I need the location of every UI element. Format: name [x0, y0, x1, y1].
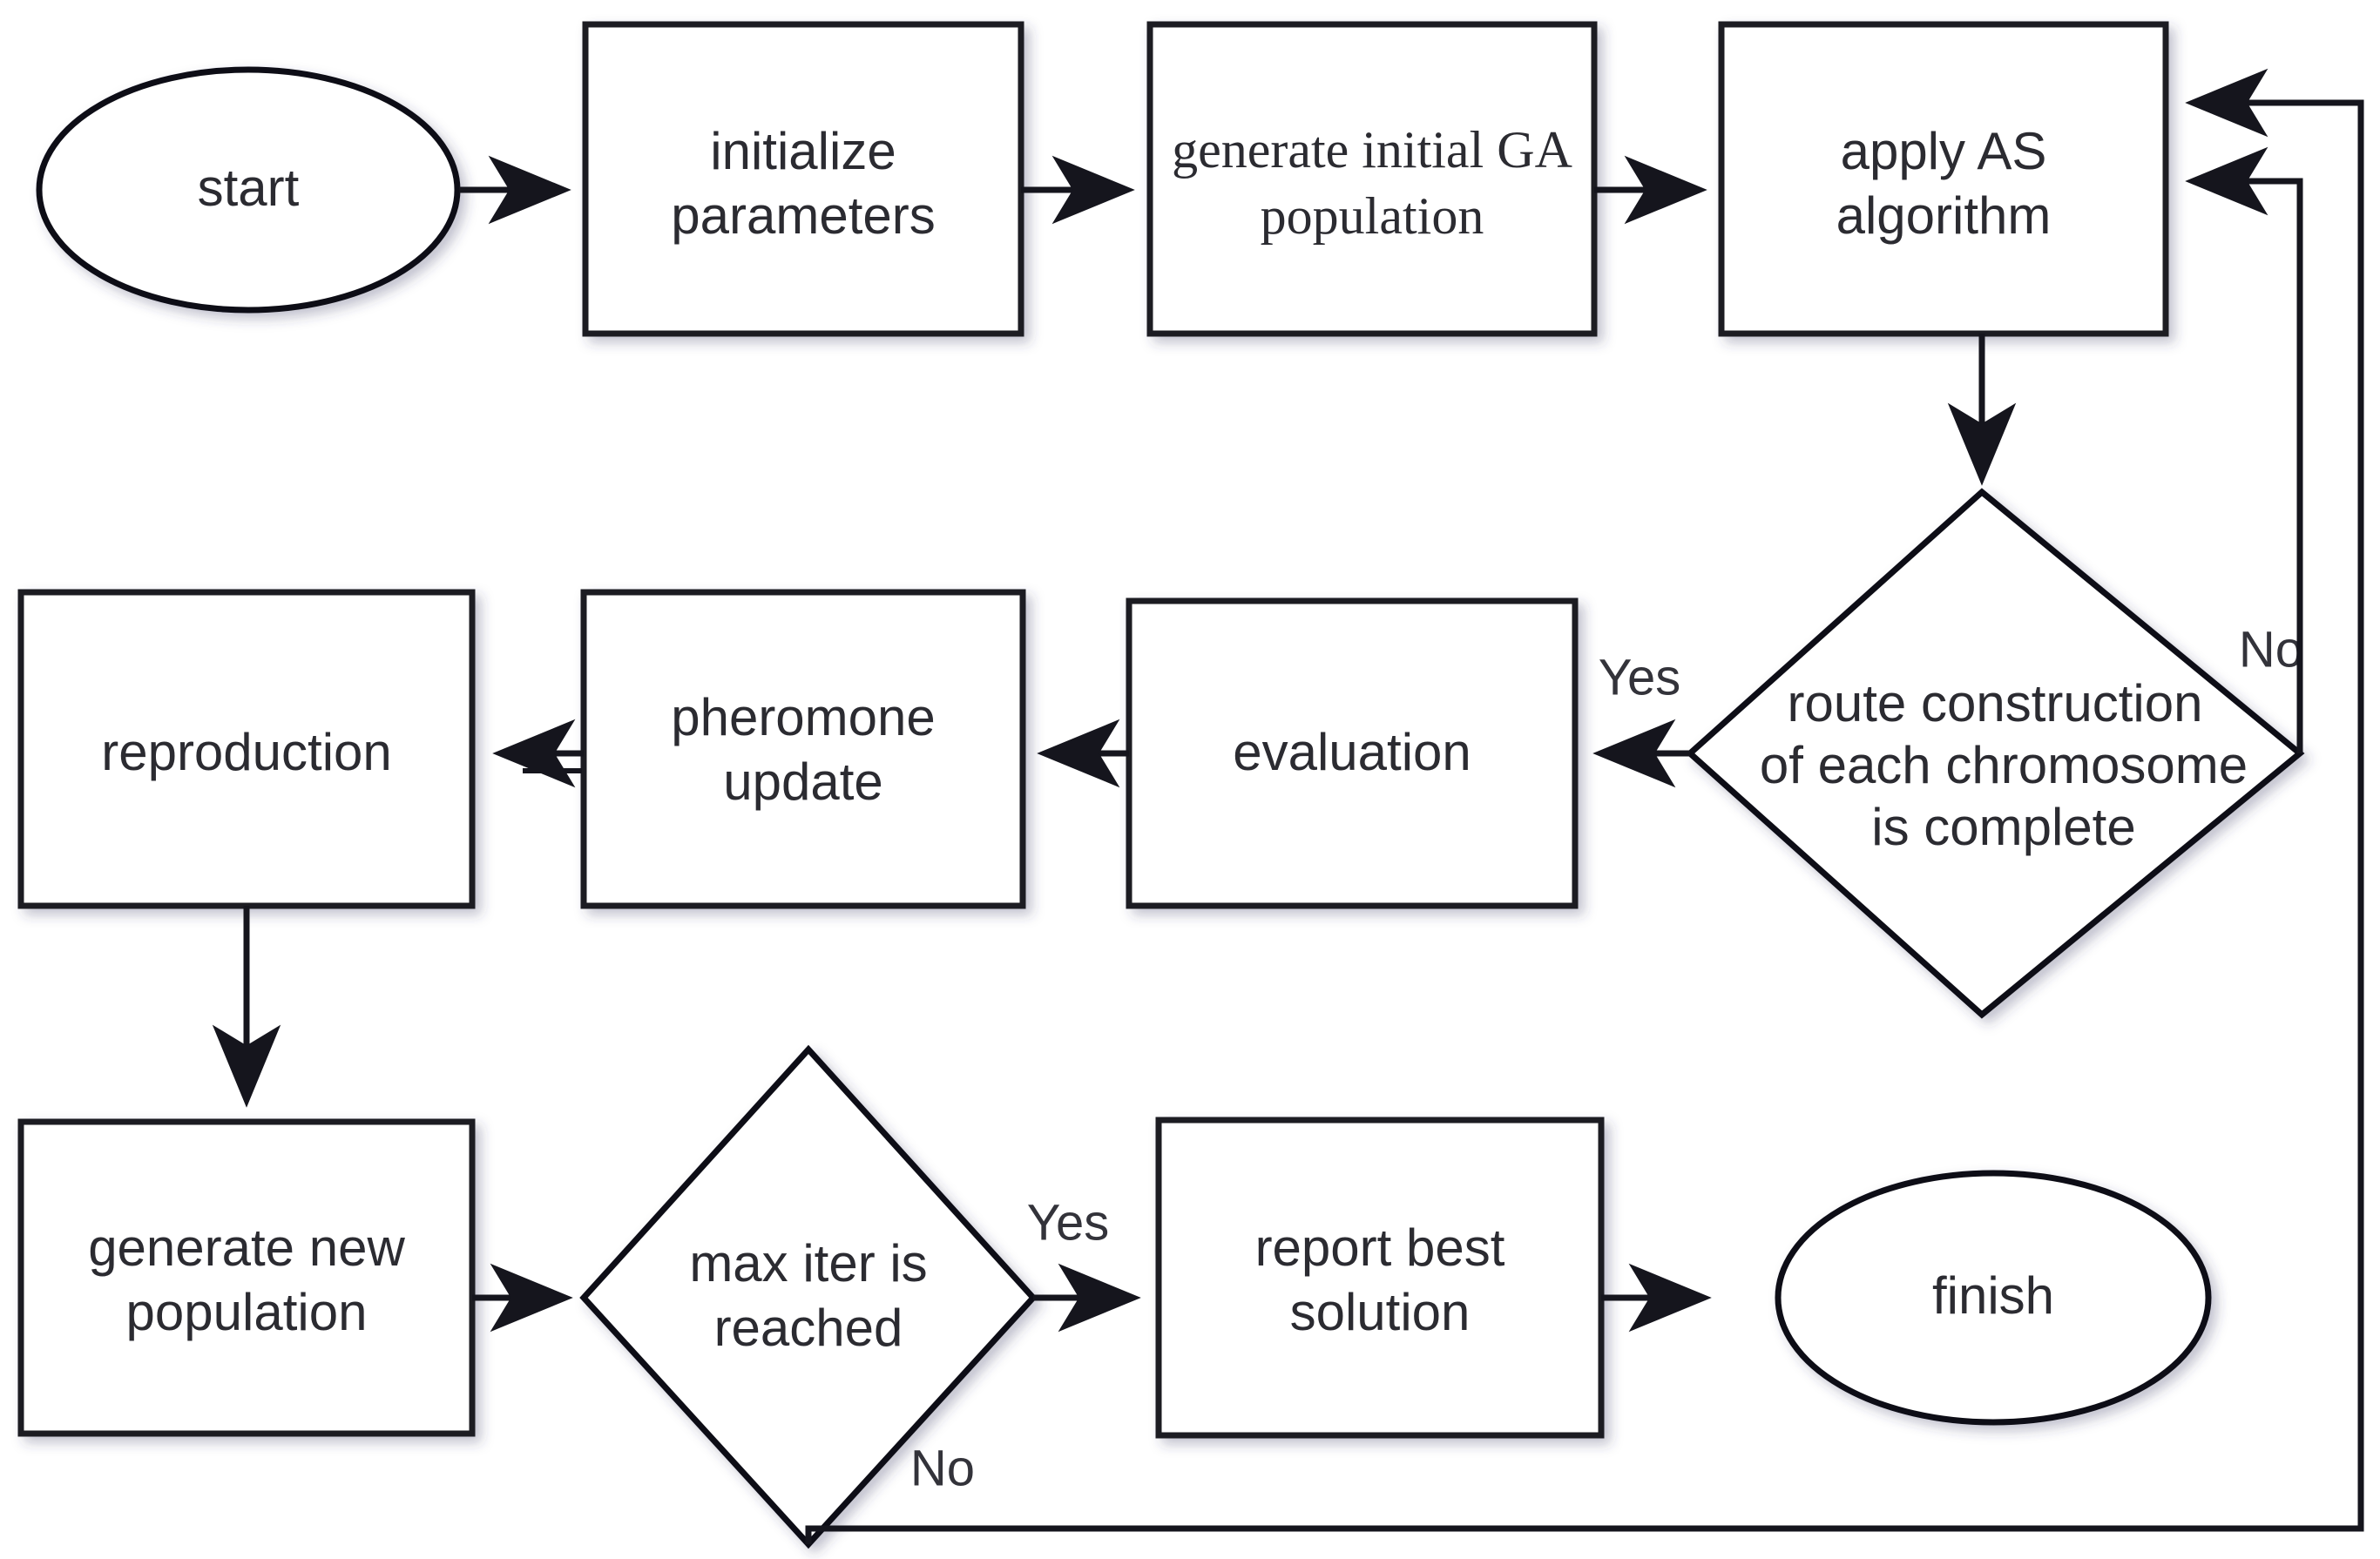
edge-route-decision-no-to-apply-as [2185, 146, 2303, 753]
node-evaluation[interactable]: evaluation [1126, 597, 1579, 909]
node-apply-as-algorithm[interactable]: apply AS algorithm [1718, 21, 2169, 337]
node-route-decision-line3: is complete [1871, 798, 2135, 856]
node-apply-as-line1: apply AS [1841, 122, 2047, 180]
node-pheromone-update[interactable]: pheromone update [580, 589, 1026, 909]
edge-max-iter-no-to-apply-as [805, 68, 2364, 1544]
node-finish-label: finish [1932, 1266, 2054, 1325]
edge-label-route-yes: Yes [1599, 649, 1681, 705]
node-max-iter-line1: max iter is [689, 1234, 927, 1292]
node-finish[interactable]: finish [1775, 1170, 2212, 1426]
node-initialize-parameters[interactable]: initialize parameters [582, 21, 1024, 337]
node-generate-new-population-line2: population [126, 1283, 368, 1341]
node-generate-initial-population-line2: population [1261, 187, 1484, 245]
node-initialize-parameters-line2: parameters [671, 186, 935, 245]
edge-label-maxiter-no: No [910, 1440, 975, 1496]
node-route-construction-decision[interactable]: route construction of each chromosome is… [1685, 488, 2305, 1019]
node-start-label: start [198, 159, 300, 217]
edge-label-route-no: No [2239, 621, 2303, 678]
node-pheromone-update-line1: pheromone [671, 688, 936, 746]
node-evaluation-label: evaluation [1233, 723, 1471, 781]
node-reproduction[interactable]: reproduction [17, 589, 476, 909]
node-report-best-solution[interactable]: report best solution [1155, 1117, 1605, 1439]
node-generate-new-population[interactable]: generate new population [17, 1118, 476, 1437]
node-max-iter-line2: reached [714, 1299, 903, 1357]
node-reproduction-label: reproduction [101, 723, 392, 781]
node-generate-new-population-line1: generate new [88, 1218, 405, 1277]
node-start[interactable]: start [36, 66, 461, 314]
node-report-best-solution-line1: report best [1255, 1218, 1505, 1277]
node-generate-initial-population-line1: generate initial GA [1172, 121, 1572, 179]
node-apply-as-line2: algorithm [1836, 186, 2052, 245]
node-initialize-parameters-line1: initialize [710, 122, 896, 180]
node-route-decision-line1: route construction [1788, 674, 2203, 732]
node-pheromone-update-line2: update [723, 753, 883, 811]
node-route-decision-line2: of each chromosome [1760, 736, 2248, 794]
edge-label-maxiter-yes: Yes [1027, 1194, 1110, 1251]
node-report-best-solution-line2: solution [1290, 1283, 1471, 1341]
node-generate-initial-population[interactable]: generate initial GA population [1146, 21, 1598, 337]
